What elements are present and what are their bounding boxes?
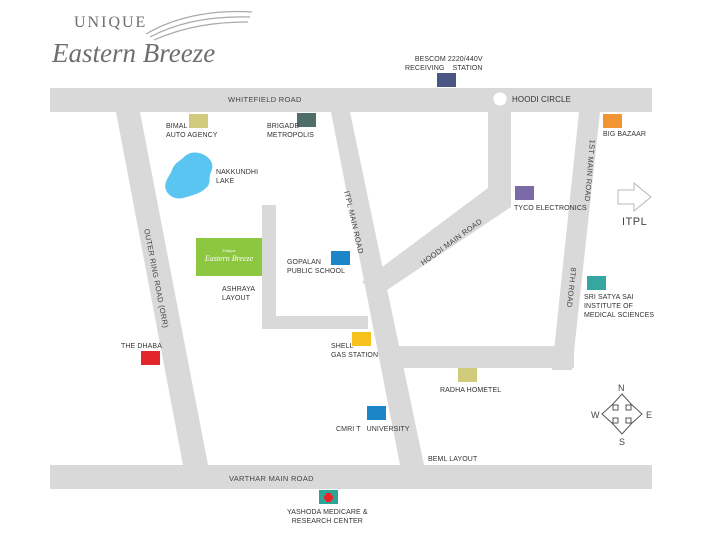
brigade-label: BRIGADE METROPOLIS	[267, 123, 314, 139]
big-bazaar-marker	[603, 114, 622, 128]
outer-ring-road	[116, 112, 208, 465]
lake-icon	[165, 152, 213, 199]
logo-main-text: Eastern Breeze	[52, 38, 216, 68]
whitefield-road-label: WHITEFIELD ROAD	[228, 95, 302, 104]
radha-label: RADHA HOMETEL	[440, 387, 502, 394]
tyco-marker	[515, 186, 534, 200]
itpl-label: ITPL	[622, 216, 648, 228]
shell-marker	[352, 332, 371, 346]
compass-n: N	[618, 383, 625, 393]
site-logo-line2: Eastern Breeze	[204, 254, 254, 263]
bimal-marker	[189, 114, 208, 128]
hospital-cross-icon	[324, 493, 333, 502]
gopalan-label: GOPALAN PUBLIC SCHOOL	[287, 259, 346, 275]
logo-swoosh-icon	[145, 10, 253, 41]
cmrit-label: CMRI T UNIVERSITY	[336, 426, 410, 433]
big-bazaar-label: BIG BAZAAR	[603, 131, 647, 138]
beml-label: BEML LAYOUT	[428, 456, 478, 463]
hoodi-main-road	[362, 185, 511, 296]
lake-label: NAKKUNDHI LAKE	[216, 169, 259, 185]
compass-s: S	[619, 437, 626, 447]
compass-w: W	[591, 410, 600, 420]
varthar-main-road	[50, 465, 652, 489]
site-logo-line1: Unique	[222, 248, 236, 253]
hoodi-connector-road	[488, 112, 511, 204]
bescom-marker	[437, 73, 456, 87]
radha-marker	[458, 368, 477, 382]
first-main-road	[552, 112, 600, 370]
bimal-label: BIMAL AUTO AGENCY	[166, 123, 218, 139]
dhaba-marker	[141, 351, 160, 365]
sri-satya-marker	[587, 276, 606, 290]
varthar-road-label: VARTHAR MAIN ROAD	[229, 474, 314, 483]
cmrit-marker	[367, 406, 386, 420]
shell-label: SHELL GAS STATION	[331, 343, 379, 359]
eighth-road	[392, 346, 574, 368]
tyco-label: TYCO ELECTRONICS	[514, 205, 587, 212]
project-site-marker: Unique Eastern Breeze	[196, 238, 262, 276]
ashraya-label: ASHRAYA LAYOUT	[222, 286, 256, 302]
whitefield-road	[50, 88, 652, 112]
ashraya-link-vertical	[262, 205, 276, 329]
bescom-label: BESCOM 2220/440V RECEIVING STATION	[405, 56, 483, 72]
yashoda-label: YASHODA MEDICARE & RESEARCH CENTER	[287, 509, 368, 525]
hoodi-circle-marker	[492, 91, 508, 107]
gopalan-marker	[331, 251, 350, 265]
brigade-marker	[297, 113, 316, 127]
sri-satya-label: SRI SATYA SAI INSTITUTE OF MEDICAL SCIEN…	[584, 294, 655, 319]
compass-e: E	[646, 410, 653, 420]
itpl-arrow-icon	[617, 181, 652, 213]
dhaba-label: THE DHABA	[121, 343, 162, 350]
hoodi-circle-label: HOODI CIRCLE	[512, 95, 571, 104]
compass-icon	[601, 393, 643, 435]
logo-top-text: UNIQUE	[74, 14, 148, 31]
ashraya-link-horizontal	[262, 316, 368, 329]
